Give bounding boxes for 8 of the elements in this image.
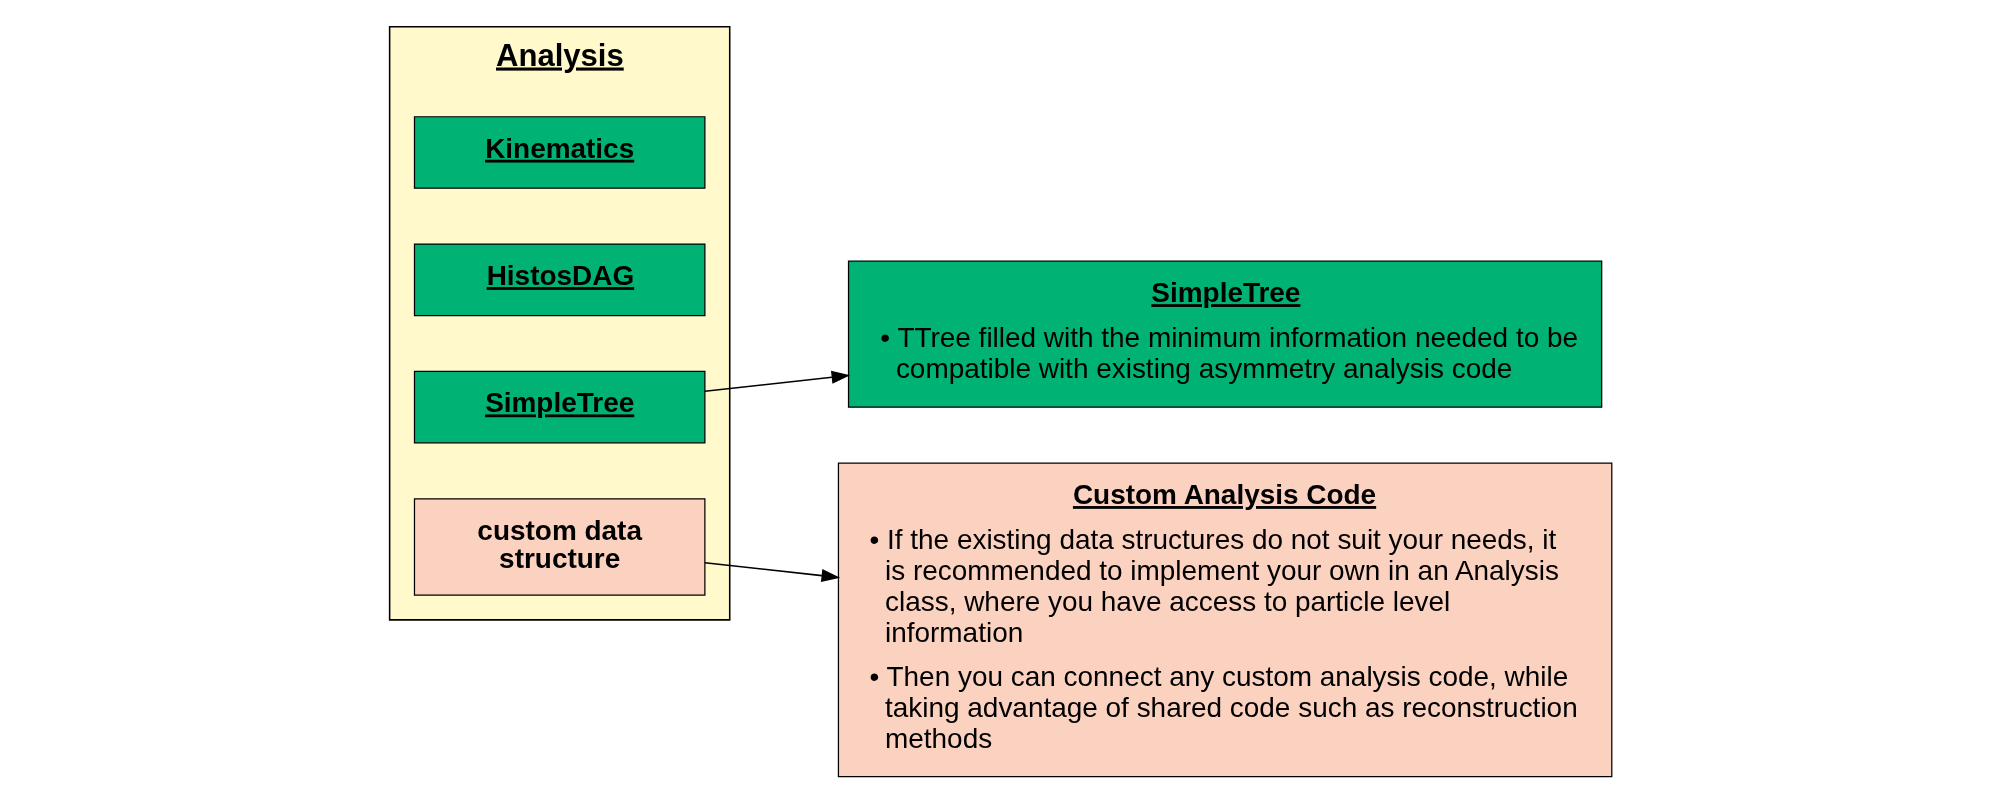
node-box: custom data structure (413, 498, 706, 596)
arrow (704, 561, 841, 583)
node-box: SimpleTree (413, 370, 706, 444)
node-box: SimpleTree • TTree filled with the minimum information needed to be compatible with existing asymmetry analysis code (847, 260, 1603, 408)
node-box: Kinematics (413, 116, 706, 189)
arrow (704, 370, 851, 393)
node-box: HistosDAG (413, 243, 706, 317)
node-box: Custom Analysis Code • If the existing data structures do not suit your needs, it is recommended to implement your own in an Analysis class, where you have access to particle level information • Then you can connect any custom analysis code, while taking advantage of shared code such as reconstruction methods (837, 462, 1613, 778)
